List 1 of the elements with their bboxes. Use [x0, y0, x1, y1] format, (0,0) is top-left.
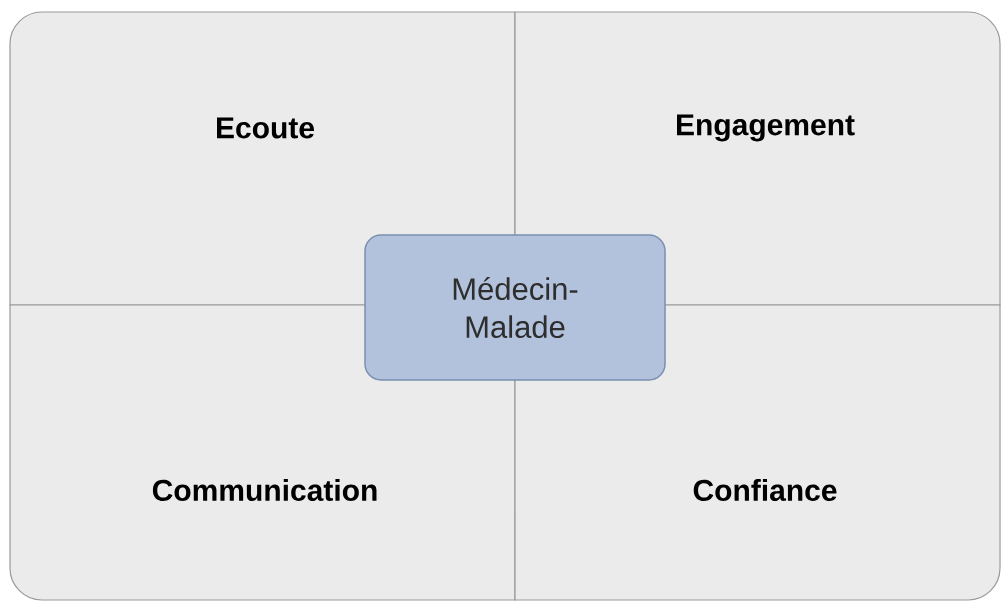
- center-box: Médecin-Malade: [364, 234, 666, 381]
